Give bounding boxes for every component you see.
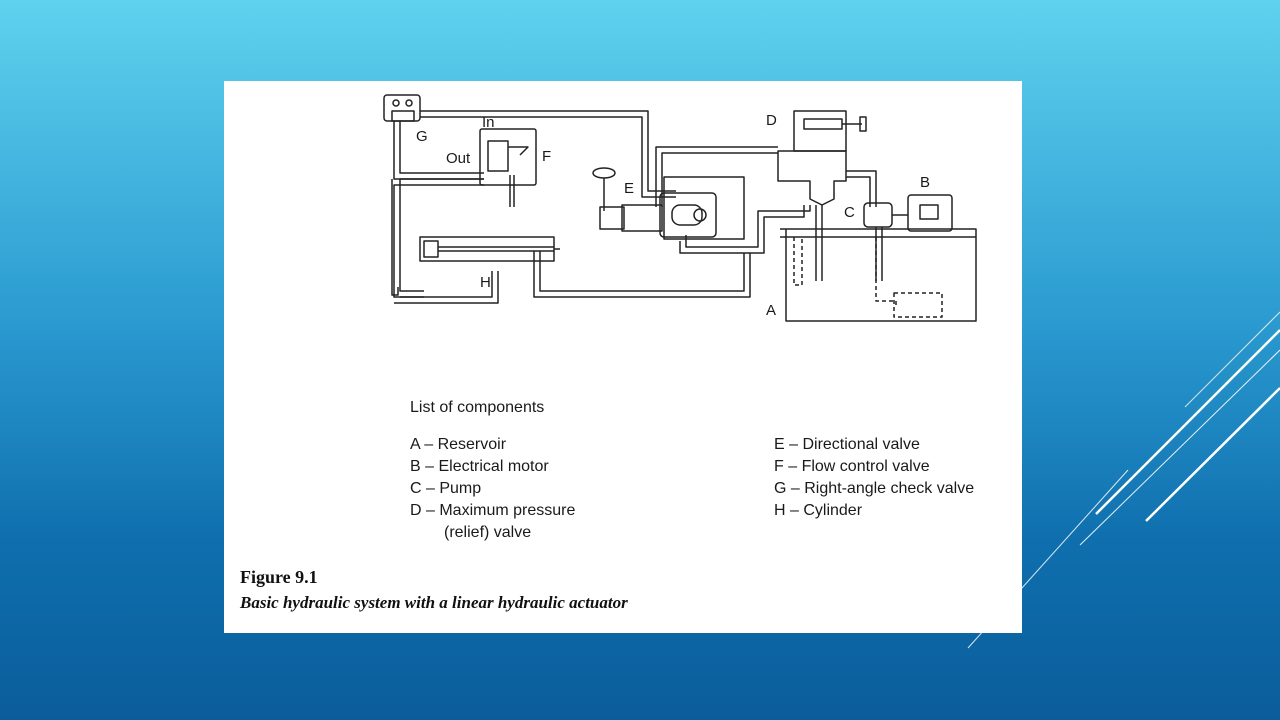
- component-item-b: B – Electrical motor: [410, 458, 549, 475]
- pipe-left-loop: [393, 178, 484, 298]
- label-h: H: [480, 274, 491, 291]
- component-h-cylinder: [419, 236, 560, 262]
- component-item-f: F – Flow control valve: [774, 458, 930, 475]
- label-out: Out: [446, 150, 471, 167]
- pipe-d-to-c: [846, 170, 877, 207]
- component-item-d: D – Maximum pressure: [410, 502, 576, 519]
- component-item-g: G – Right-angle check valve: [774, 480, 975, 497]
- deco-line-4: [1145, 387, 1280, 522]
- components-list-right: E – Directional valve F – Flow control v…: [774, 434, 974, 522]
- label-a: A: [766, 302, 777, 319]
- deco-line-3: [1079, 349, 1280, 546]
- components-title: List of components: [410, 399, 545, 416]
- deco-line-2: [1095, 329, 1280, 515]
- figure-number: Figure 9.1: [240, 567, 318, 587]
- component-item-a: A – Reservoir: [410, 436, 507, 453]
- component-g-valve: [383, 94, 421, 122]
- pipe-bottom-return: [391, 179, 751, 304]
- label-in: In: [482, 114, 495, 131]
- component-item-h: H – Cylinder: [774, 502, 863, 519]
- label-e: E: [624, 180, 635, 197]
- component-item-e: E – Directional valve: [774, 436, 920, 453]
- component-b-motor: [907, 194, 953, 232]
- deco-line-1: [1184, 311, 1280, 408]
- label-c: C: [844, 204, 855, 221]
- figure-caption: Basic hydraulic system with a linear hyd…: [240, 593, 628, 612]
- label-f: F: [542, 148, 552, 165]
- figure-card: G In Out F E D C B H A List of component…: [224, 81, 1022, 633]
- component-item-d-continued: (relief) valve: [444, 524, 532, 541]
- label-d: D: [766, 112, 777, 129]
- component-e-valve: [592, 167, 745, 240]
- component-d-valve: [777, 110, 867, 281]
- component-item-c: C – Pump: [410, 480, 482, 497]
- hydraulic-system-diagram: [383, 94, 977, 322]
- component-f-valve: [479, 128, 537, 207]
- component-a-reservoir: [780, 228, 977, 322]
- component-c-pump: [863, 202, 908, 281]
- pipe-e-to-d: [655, 146, 778, 207]
- pipe-to-reservoir: [679, 205, 811, 254]
- label-b: B: [920, 174, 931, 191]
- components-list-left: A – Reservoir B – Electrical motor C – P…: [410, 434, 575, 544]
- label-g: G: [416, 128, 428, 145]
- pipe-g-to-f: [393, 121, 484, 180]
